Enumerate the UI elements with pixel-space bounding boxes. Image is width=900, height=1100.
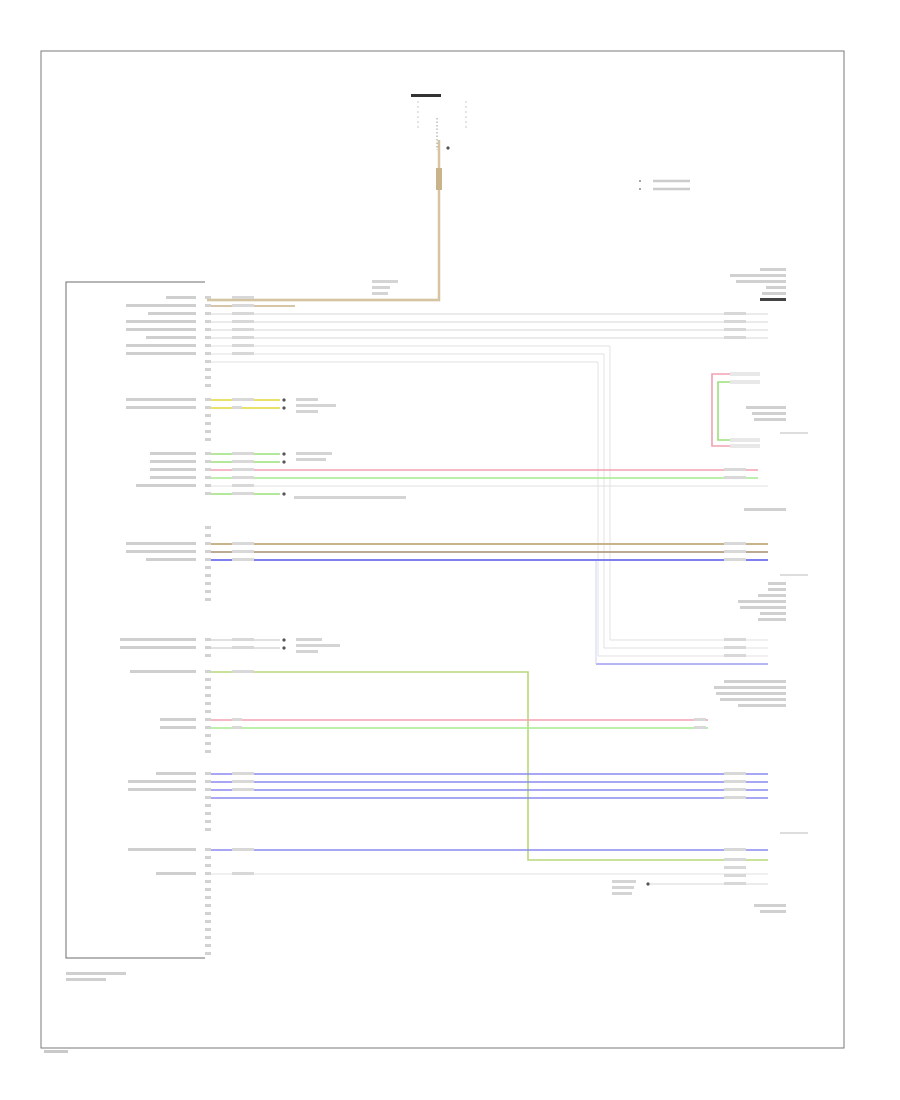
right-labels	[714, 268, 786, 913]
wire-label-chips	[232, 296, 254, 875]
wire-group-8	[211, 849, 768, 886]
wire-group-6	[211, 719, 708, 729]
right-connector-chips	[694, 312, 746, 885]
wire-group-4	[211, 543, 768, 561]
wire-group-1	[211, 305, 768, 665]
legend	[639, 179, 690, 191]
pin-numbers	[205, 296, 211, 955]
page-code-mark	[44, 1050, 68, 1053]
wire-loop	[711, 372, 760, 448]
page-frame	[40, 50, 845, 1049]
section-markers	[780, 432, 808, 834]
power-source	[411, 94, 467, 150]
wire-power-tan	[207, 140, 441, 302]
wire-group-5	[211, 638, 768, 861]
wire-group-7	[211, 773, 768, 799]
module-pin-labels	[66, 296, 196, 981]
wire-power-tan-core	[207, 140, 440, 301]
component-labels	[294, 280, 636, 895]
module-box	[65, 281, 205, 959]
wire-group-3	[211, 452, 768, 496]
wire-power-marker	[436, 168, 442, 190]
